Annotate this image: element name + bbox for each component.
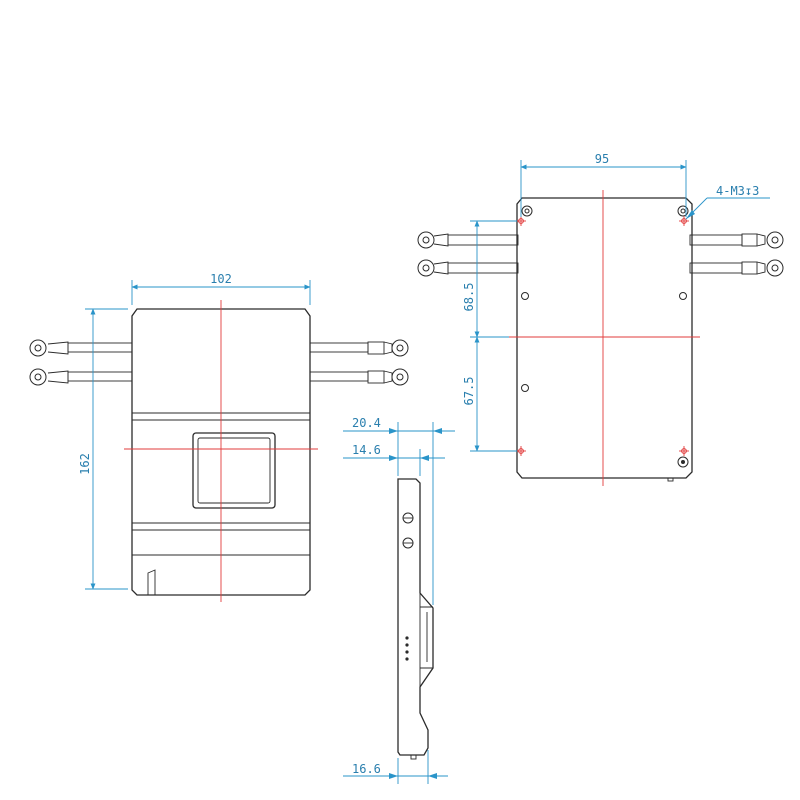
- front-height-dimension: 162: [78, 453, 92, 475]
- back-upper-spacing-dimension: 68.5: [462, 283, 476, 312]
- back-lower-spacing-dimension: 67.5: [462, 377, 476, 406]
- side-depth-dimension-1: 20.4: [352, 416, 381, 430]
- back-right-cables: [689, 231, 784, 277]
- back-body-outline: [516, 197, 693, 479]
- side-body-outline: [397, 478, 434, 756]
- back-width-dimension: 95: [595, 152, 609, 166]
- side-view: 20.4 14.6 16.6: [343, 416, 455, 784]
- side-depth-dimension-3: 16.6: [352, 762, 381, 776]
- front-view: 102 162: [29, 272, 409, 602]
- back-left-cables: [417, 231, 519, 277]
- front-right-cables: [309, 339, 409, 386]
- front-body-outline: [131, 308, 311, 596]
- hole-callout-label: 4-M3↧3: [716, 184, 759, 198]
- front-left-cables: [29, 339, 133, 386]
- mounting-hole-markers: [516, 216, 689, 456]
- front-width-dimension: 102: [210, 272, 232, 286]
- back-view: 95 68.5 67.5 4-M3↧3: [417, 152, 784, 486]
- front-display-window: [192, 432, 276, 509]
- side-depth-dimension-2: 14.6: [352, 443, 381, 457]
